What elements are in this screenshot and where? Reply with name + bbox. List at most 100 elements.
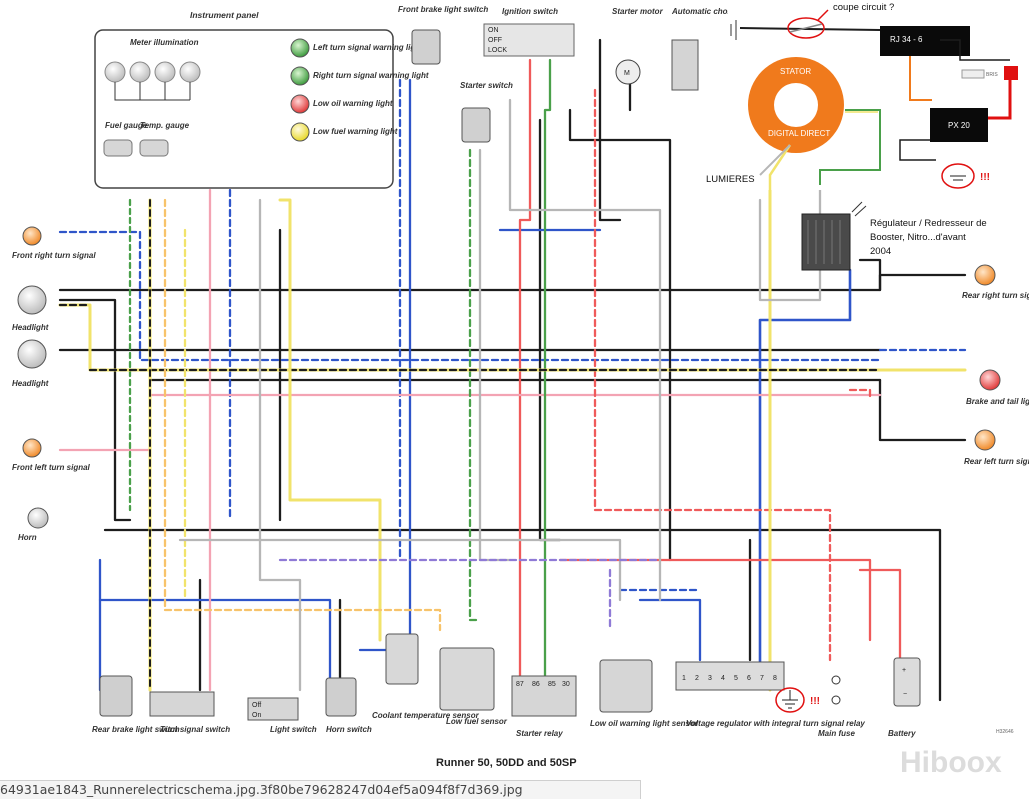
ignition-pos-lock: LOCK [488, 47, 507, 54]
coupe-circuit-label: coupe circuit ? [833, 2, 894, 13]
wire-harness [58, 38, 967, 702]
front-brake-switch: Front brake light switch [398, 5, 488, 65]
voltage-regulator-label: Voltage regulator with integral turn sig… [686, 719, 865, 728]
relay-pin-85: 85 [548, 681, 556, 688]
starter-switch: Starter switch [460, 81, 513, 143]
low-fuel-warning-light [290, 122, 310, 142]
lumieres-label: LUMIERES [706, 174, 755, 185]
low-fuel-warning-label: Low fuel warning light [313, 127, 398, 136]
px-box-label: PX 20 [948, 121, 970, 130]
coolant-temperature-sensor: Coolant temperature sensor [372, 633, 480, 720]
fuse-circle [787, 17, 825, 39]
relay-pin-30: 30 [562, 681, 570, 688]
battery-label: Battery [888, 729, 916, 738]
instrument-panel-label: Instrument panel [190, 10, 259, 20]
regulateur-label-line3: 2004 [870, 246, 891, 257]
watermark: Hiboox [900, 746, 1002, 779]
rj-box-label: RJ 34 - 6 [890, 35, 923, 44]
instrument-panel: Instrument panel Meter illumination Fuel… [94, 10, 429, 189]
horn-label: Horn [18, 533, 37, 542]
rear-left-turn-label: Rear left turn signal [964, 457, 1029, 466]
regulator-pin: 8 [773, 675, 777, 682]
rj-box [880, 26, 970, 56]
left-turn-warning-light [290, 38, 310, 58]
low-oil-warning-light [290, 94, 310, 114]
light-switch-on: On [252, 712, 261, 719]
front-right-turn-label: Front right turn signal [12, 251, 96, 260]
headlight-upper-label: Headlight [12, 323, 49, 332]
main-fuse-label: Main fuse [818, 729, 855, 738]
rear-right-turn-label: Rear right turn signal [962, 291, 1029, 300]
bris-label: BRIS [986, 72, 998, 78]
starter-relay-label: Starter relay [516, 729, 563, 738]
ignition-switch-label: Ignition switch [502, 7, 558, 16]
front-brake-switch-label: Front brake light switch [398, 5, 488, 14]
fuel-gauge-label: Fuel gauge [105, 121, 148, 130]
relay-pin-87: 87 [516, 681, 524, 688]
svg-text:+: + [902, 667, 906, 674]
front-right-turn-signal [22, 226, 42, 246]
diagram-title: Runner 50, 50DD and 50SP [436, 757, 577, 769]
rear-right-turn-signal [974, 264, 996, 286]
ground-circle-top [941, 163, 975, 189]
regulator-pin: 7 [760, 675, 764, 682]
headlight-upper [17, 285, 47, 315]
temp-gauge [139, 139, 169, 157]
low-oil-warning-label: Low oil warning light [313, 99, 393, 108]
regulateur-label-line1: Régulateur / Redresseur de [870, 218, 987, 229]
headlight-lower [17, 339, 47, 369]
automatic-choke: Automatic choke [671, 7, 737, 91]
horn-switch-label: Horn switch [326, 725, 372, 734]
temp-gauge-label: Temp. gauge [140, 121, 190, 130]
ignition-pos-on: ON [488, 27, 499, 34]
rear-brake-switch-label: Rear brake light switch [92, 725, 180, 734]
starter-motor-label: Starter motor [612, 7, 664, 16]
low-oil-sensor-label: Low oil warning light sensor [590, 719, 699, 728]
low-fuel-sensor: Low fuel sensor [439, 647, 508, 726]
starter-motor: Starter motor M [612, 7, 664, 85]
regulator-pin: 6 [747, 675, 751, 682]
top-exclaim: !!! [980, 172, 990, 183]
turn-signal-switch-label: Turn signal switch [160, 725, 230, 734]
front-left-turn-label: Front left turn signal [12, 463, 91, 472]
regulateur-box [801, 213, 851, 271]
ignition-switch: Ignition switch ON OFF LOCK [483, 7, 575, 57]
ignition-pos-off: OFF [488, 37, 502, 44]
starter-motor-symbol: M [624, 70, 630, 77]
turn-signal-switch: Turn signal switch [149, 691, 230, 734]
image-filename-caption: 64931ae1843_Runnerelectricschema.jpg.3f8… [0, 780, 641, 799]
horn [27, 507, 49, 529]
svg-text:−: − [903, 691, 907, 698]
wiring-diagram: Instrument panel Meter illumination Fuel… [12, 0, 1029, 779]
ground-annotation: !!! [775, 687, 820, 713]
meter-illumination-bulbs [104, 61, 201, 101]
horn-switch: Horn switch [325, 677, 372, 734]
coolant-sensor-label: Coolant temperature sensor [372, 711, 480, 720]
main-fuse: Main fuse [818, 675, 855, 738]
right-turn-warning-light [290, 66, 310, 86]
light-switch: Off On Light switch [247, 697, 317, 734]
left-turn-warning-label: Left turn signal warning light [313, 43, 423, 52]
regulateur-unit: Régulateur / Redresseur de Booster, Nitr… [801, 201, 987, 271]
regulateur-label-line2: Booster, Nitro...d'avant [870, 232, 966, 243]
ground-exclaim: !!! [810, 696, 820, 707]
stator-label: STATOR [780, 67, 811, 76]
meter-illumination-label: Meter illumination [130, 38, 199, 47]
brake-tail-light [979, 369, 1001, 391]
low-fuel-sensor-label: Low fuel sensor [446, 717, 508, 726]
digital-direct-label: DIGITAL DIRECT [768, 129, 830, 138]
relay-pin-86: 86 [532, 681, 540, 688]
right-turn-warning-label: Right turn signal warning light [313, 71, 429, 80]
low-oil-sensor: Low oil warning light sensor [590, 659, 699, 728]
regulator-pin: 3 [708, 675, 712, 682]
rear-brake-switch: Rear brake light switch [92, 675, 180, 734]
regulator-pin: 1 [682, 675, 686, 682]
brake-tail-light-label: Brake and tail light [966, 397, 1029, 406]
starter-relay: 87 86 85 30 Starter relay [511, 675, 577, 738]
light-switch-label: Light switch [270, 725, 317, 734]
front-left-turn-signal [22, 438, 42, 458]
starter-switch-label: Starter switch [460, 81, 513, 90]
headlight-lower-label: Headlight [12, 379, 49, 388]
px-box [930, 108, 988, 142]
